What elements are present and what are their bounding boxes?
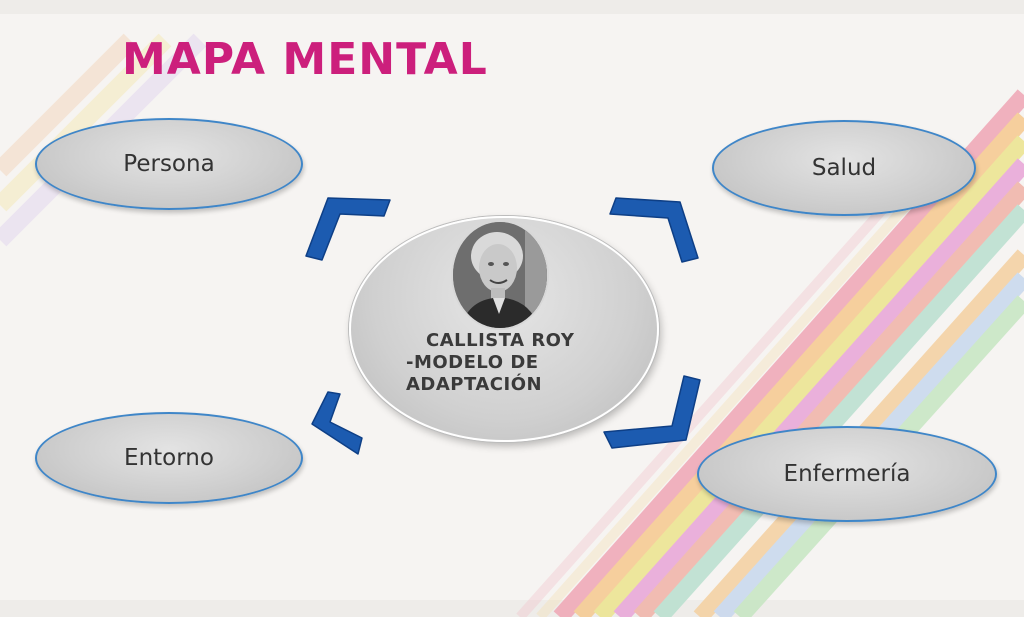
center-label-line3: ADAPTACIÓN bbox=[400, 374, 610, 396]
node-enfermeria: Enfermería bbox=[697, 426, 997, 522]
center-label-line2: -MODELO DE bbox=[400, 352, 610, 374]
woman-portrait-photo bbox=[453, 222, 547, 328]
node-entorno-label: Entorno bbox=[124, 445, 214, 471]
node-entorno: Entorno bbox=[35, 412, 303, 504]
center-label-line1: CALLISTA ROY bbox=[400, 330, 610, 352]
center-label: CALLISTA ROY -MODELO DE ADAPTACIÓN bbox=[400, 330, 610, 396]
node-persona: Persona bbox=[35, 118, 303, 210]
node-salud-label: Salud bbox=[812, 155, 876, 181]
node-salud: Salud bbox=[712, 120, 976, 216]
arrow-to-entorno bbox=[312, 392, 362, 454]
arrow-to-persona bbox=[306, 198, 390, 260]
node-enfermeria-label: Enfermería bbox=[784, 461, 911, 487]
node-persona-label: Persona bbox=[123, 151, 214, 177]
arrow-to-salud bbox=[610, 198, 698, 262]
